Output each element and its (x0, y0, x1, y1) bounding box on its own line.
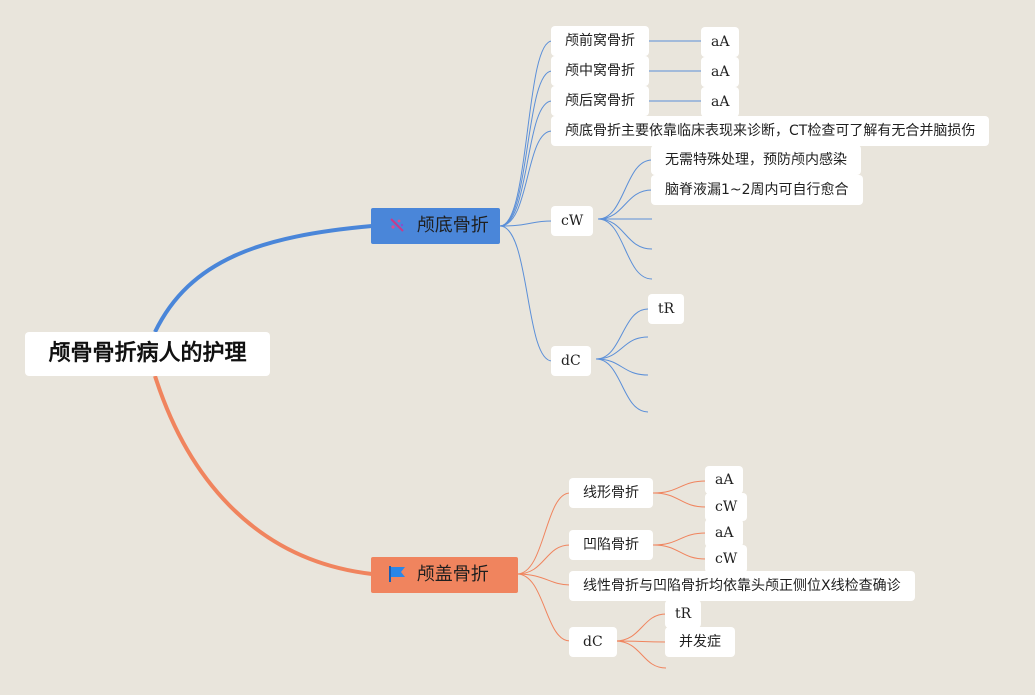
subtopic-posterior-fossa[interactable]: 颅后窝骨折 (551, 86, 649, 116)
subtopic-cw[interactable]: cW (551, 206, 594, 236)
subtopic-diagnosis-note[interactable]: 颅底骨折主要依靠临床表现来诊断，CT检查可了解有无合并脑损伤 (551, 116, 990, 146)
subtopic-depressed-fracture[interactable]: 凹陷骨折 (569, 530, 653, 560)
leaf-cw[interactable]: cW (705, 493, 748, 521)
leaf-aa[interactable]: aA (701, 27, 740, 57)
main-topic-skull-vault[interactable]: 颅盖骨折 (371, 557, 518, 593)
main-topic-label: 颅盖骨折 (416, 564, 489, 585)
leaf-cw[interactable]: cW (705, 545, 748, 573)
subtopic-middle-fossa[interactable]: 颅中窝骨折 (551, 56, 649, 86)
leaf-aa[interactable]: aA (705, 519, 744, 547)
subtopic-dc[interactable]: dC (551, 346, 591, 376)
subtopic-anterior-fossa[interactable]: 颅前窝骨折 (551, 26, 649, 56)
leaf-aa[interactable]: aA (701, 87, 740, 117)
subtopic-xray-note[interactable]: 线性骨折与凹陷骨折均依靠头颅正侧位X线检查确诊 (569, 571, 915, 601)
main-topic-label: 颅底骨折 (416, 215, 489, 236)
connector-root-orange (153, 375, 373, 576)
leaf-complications[interactable]: 并发症 (665, 627, 735, 657)
leaf-csf-leak-heals[interactable]: 脑脊液漏1~2周内可自行愈合 (651, 175, 863, 205)
flag-icon (389, 565, 405, 582)
subtopic-dc[interactable]: dC (569, 627, 617, 657)
main-topic-skull-base[interactable]: 颅底骨折 (371, 208, 500, 244)
sparkle-icon (390, 217, 404, 232)
leaf-tr[interactable]: tR (648, 294, 685, 324)
subtopic-linear-fracture[interactable]: 线形骨折 (569, 478, 653, 508)
leaf-aa[interactable]: aA (705, 466, 744, 494)
root-topic[interactable]: 颅骨骨折病人的护理 (25, 332, 270, 376)
leaf-tr[interactable]: tR (665, 600, 702, 628)
connector-root-blue (153, 224, 373, 333)
leaf-no-special-treatment[interactable]: 无需特殊处理，预防颅内感染 (651, 145, 861, 175)
leaf-aa[interactable]: aA (701, 57, 740, 87)
